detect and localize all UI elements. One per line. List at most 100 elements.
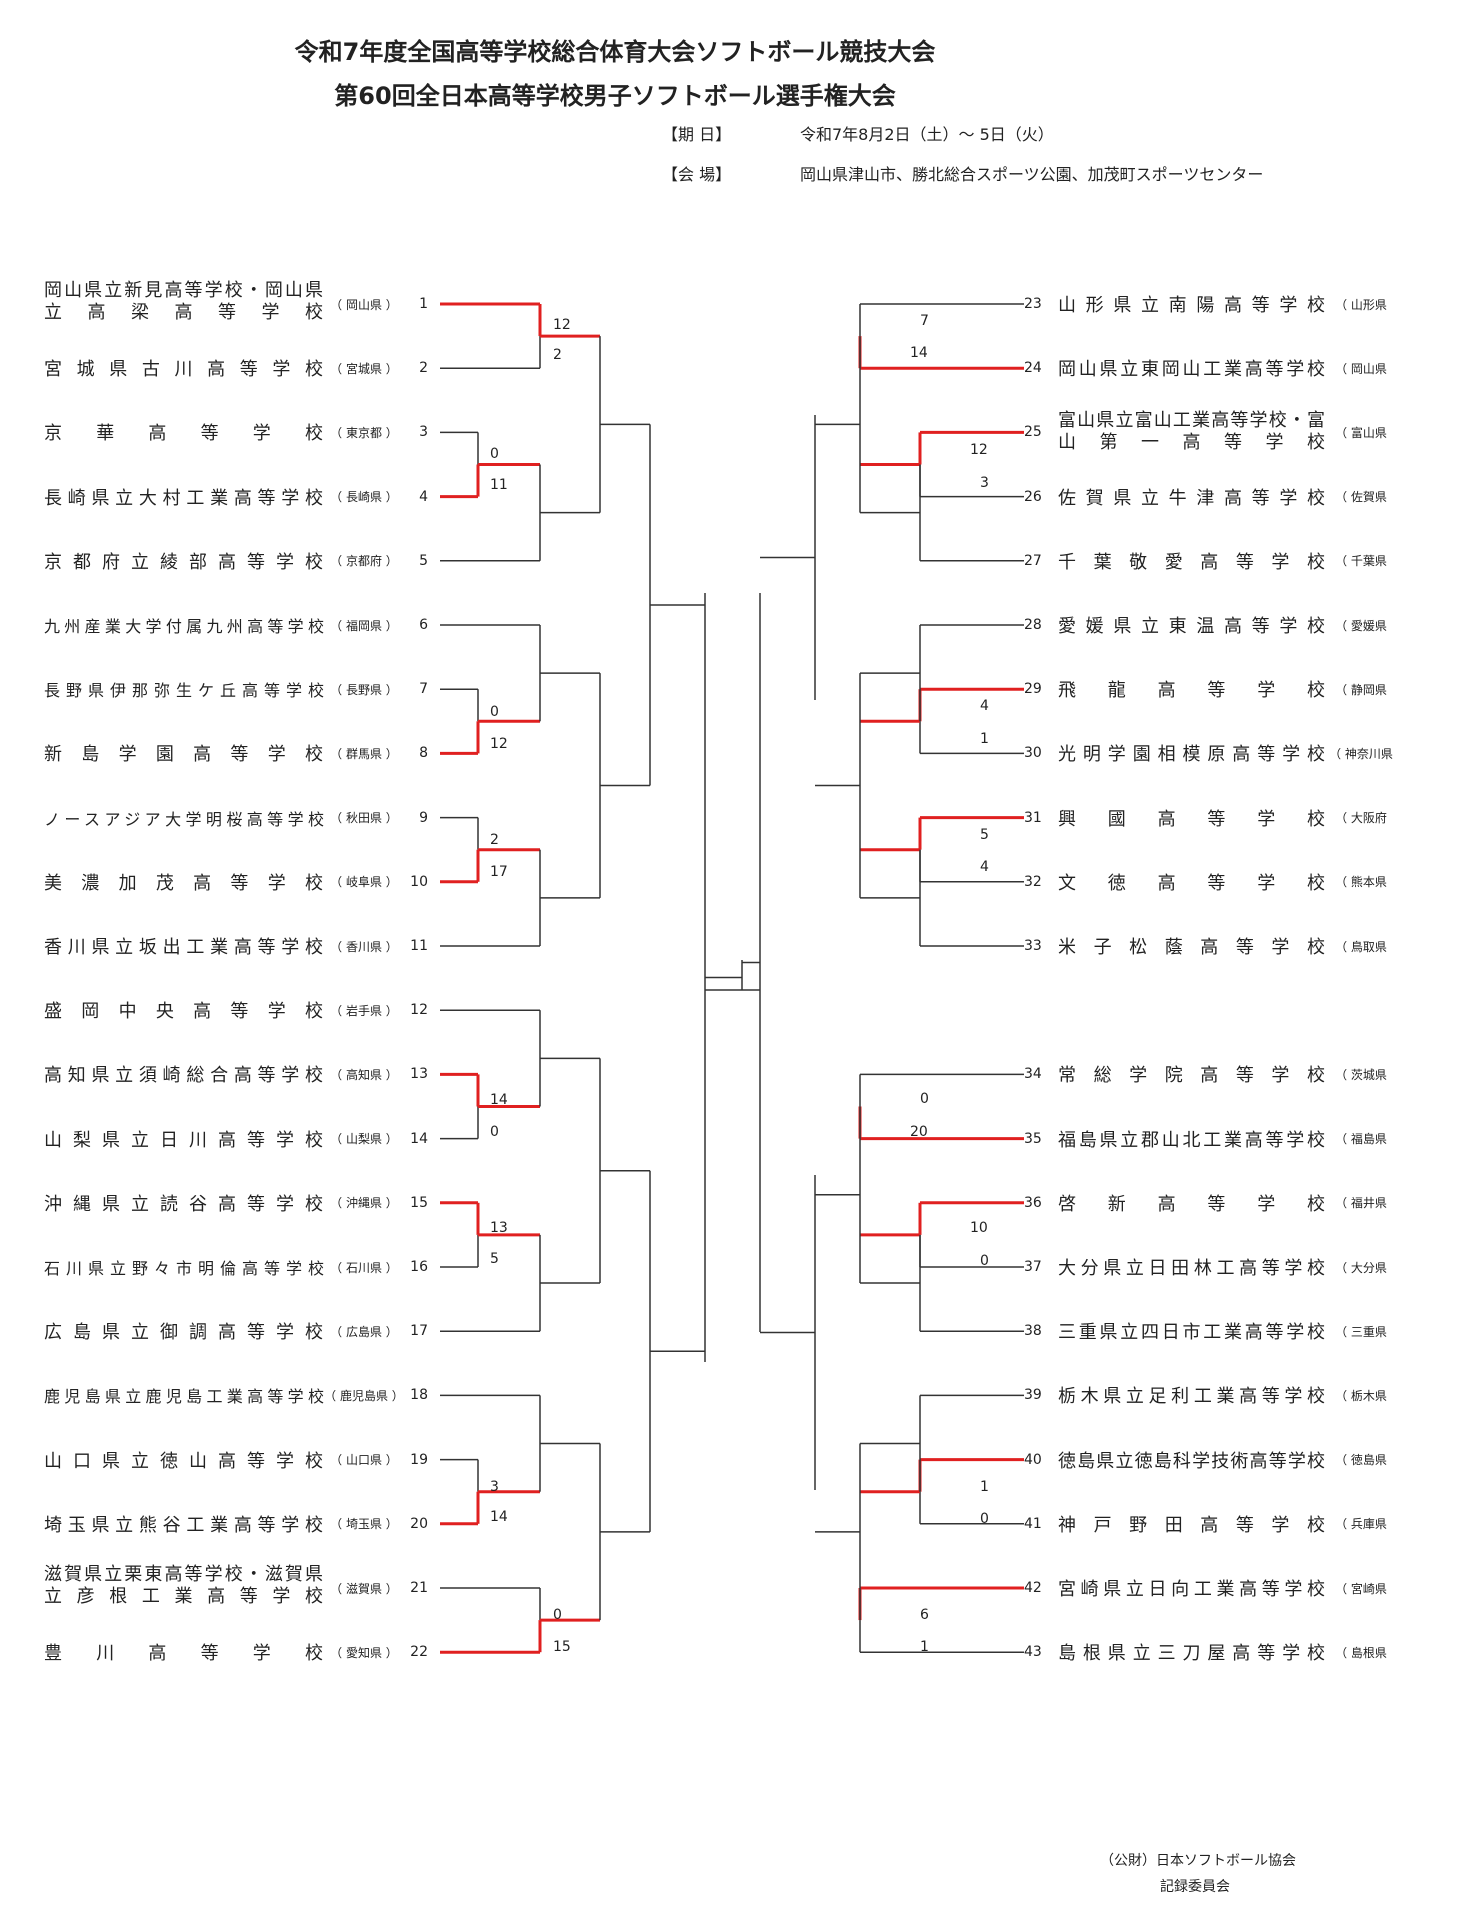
team-seed-number: 37 — [1024, 1259, 1042, 1275]
team-seed-number: 1 — [419, 296, 428, 312]
game-score: 14 — [490, 1092, 508, 1108]
footer-association: （公財）日本ソフトボール協会 — [1100, 1853, 1296, 1869]
team-name: 京都府立綾部高等学校 — [44, 551, 324, 573]
team-seed-number: 41 — [1024, 1515, 1042, 1532]
team-row-left: 盛岡中央高等学校（ 岩手県 ）12 — [44, 997, 428, 1023]
team-name: 新島学園高等学校 — [44, 744, 324, 766]
game-score: 5 — [490, 1251, 499, 1267]
team-seed-number: 19 — [410, 1451, 428, 1468]
team-name: 千葉敬愛高等学校 — [1058, 551, 1326, 573]
team-prefecture: （ 神奈川県 — [1329, 746, 1393, 761]
team-seed-number: 3 — [419, 424, 428, 441]
team-prefecture: （ 三重県 — [1335, 1324, 1387, 1339]
game-score: 2 — [490, 832, 499, 848]
team-prefecture: （ 岩手県 ） — [330, 1003, 398, 1018]
title-line-1: 令和7年度全国高等学校総合体育大会ソフトボール競技大会 — [294, 38, 936, 66]
game-score: 14 — [910, 345, 928, 361]
team-name: 山梨県立日川高等学校 — [44, 1129, 324, 1151]
game-score: 0 — [490, 446, 499, 462]
game-score: 10 — [970, 1220, 988, 1236]
team-seed-number: 33 — [1024, 938, 1042, 954]
team-prefecture: （ 佐賀県 — [1335, 490, 1387, 505]
date-label: 【期 日】 — [662, 125, 732, 144]
team-row-left: 豊川高等学校（ 愛知県 ）22 — [44, 1639, 428, 1665]
game-score: 7 — [920, 313, 929, 329]
venue-label: 【会 場】 — [662, 165, 732, 184]
team-name: 福島県立郡山北工業高等学校 — [1058, 1129, 1326, 1151]
team-row-left: 長崎県立大村工業高等学校（ 長崎県 ）4 — [44, 484, 428, 510]
game-score: 12 — [970, 442, 988, 458]
team-prefecture: （ 長野県 ） — [330, 682, 398, 697]
team-row-left: 新島学園高等学校（ 群馬県 ）8 — [44, 740, 428, 766]
team-prefecture: （ 福井県 — [1335, 1196, 1387, 1211]
team-name: 飛龍高等学校 — [1058, 680, 1326, 702]
team-name: 香川県立坂出工業高等学校 — [44, 937, 324, 958]
team-name: 興國高等学校 — [1058, 808, 1326, 830]
team-row-left: 山口県立徳山高等学校（ 山口県 ）19 — [44, 1447, 428, 1473]
team-seed-number: 24 — [1024, 360, 1042, 377]
game-score: 11 — [490, 477, 508, 493]
team-name: 米子松蔭高等学校 — [1058, 937, 1326, 958]
team-name: 光明学園相模原高等学校 — [1058, 744, 1326, 766]
game-score: 20 — [910, 1124, 928, 1140]
team-name: 石川県立野々市明倫高等学校 — [44, 1259, 324, 1278]
game-score: 0 — [920, 1091, 929, 1107]
team-prefecture: （ 群馬県 ） — [330, 746, 398, 761]
team-prefecture: （ 広島県 ） — [330, 1324, 398, 1339]
game-score: 0 — [980, 1253, 989, 1269]
team-row-right: 30 光明学園相模原高等学校（ 神奈川県 — [1024, 740, 1396, 766]
game-score: 0 — [553, 1607, 562, 1623]
team-name: 滋賀県立栗東高等学校・滋賀県立彦根工業高等学校 — [44, 1564, 324, 1607]
team-prefecture: （ 熊本県 — [1335, 875, 1387, 890]
team-seed-number: 30 — [1024, 745, 1042, 762]
team-seed-number: 7 — [419, 681, 428, 698]
team-prefecture: （ 東京都 ） — [330, 425, 398, 440]
team-seed-number: 5 — [419, 552, 428, 569]
team-prefecture: （ 埼玉県 ） — [330, 1517, 398, 1532]
team-row-left: 山梨県立日川高等学校（ 山梨県 ）14 — [44, 1126, 428, 1152]
team-row-left: 埼玉県立熊谷工業高等学校（ 埼玉県 ）20 — [44, 1511, 428, 1537]
team-seed-number: 2 — [419, 360, 428, 377]
team-name: 山口県立徳山高等学校 — [44, 1450, 324, 1472]
game-score: 4 — [980, 698, 989, 714]
team-seed-number: 38 — [1024, 1323, 1042, 1340]
team-seed-number: 21 — [410, 1580, 428, 1596]
team-prefecture: （ 京都府 ） — [330, 554, 398, 569]
date-value: 令和7年8月2日（土）〜 5日（火） — [800, 125, 1054, 144]
team-prefecture: （ 栃木県 — [1335, 1388, 1387, 1403]
team-name: 三重県立四日市工業高等学校 — [1058, 1322, 1326, 1344]
team-row-right: 27 千葉敬愛高等学校 （ 千葉県 — [1024, 548, 1396, 574]
team-seed-number: 27 — [1024, 552, 1042, 569]
team-seed-number: 17 — [410, 1323, 428, 1340]
footer-committee: 記録委員会 — [1160, 1879, 1230, 1895]
team-seed-number: 20 — [410, 1515, 428, 1532]
game-score: 0 — [490, 1124, 499, 1140]
team-seed-number: 16 — [410, 1259, 428, 1275]
team-name: ノースアジア大学明桜高等学校 — [44, 809, 324, 829]
team-prefecture: （ 静岡県 — [1335, 682, 1387, 697]
team-row-right: 38 三重県立四日市工業高等学校 （ 三重県 — [1024, 1318, 1396, 1344]
team-prefecture: （ 茨城県 — [1335, 1067, 1387, 1082]
team-name: 徳島県立徳島科学技術高等学校 — [1058, 1450, 1326, 1472]
team-seed-number: 11 — [410, 938, 428, 954]
team-prefecture: （ 岡山県 ） — [330, 297, 398, 312]
team-row-left: 香川県立坂出工業高等学校（ 香川県 ）11 — [44, 933, 428, 959]
team-seed-number: 34 — [1024, 1066, 1042, 1083]
team-name: 岡山県立新見高等学校・岡山県立高梁高等学校 — [44, 280, 324, 323]
game-score: 17 — [490, 864, 508, 880]
team-name: 高知県立須崎総合高等学校 — [44, 1065, 324, 1087]
team-prefecture: （ 愛知県 ） — [330, 1645, 398, 1660]
team-prefecture: （ 千葉県 — [1335, 554, 1387, 569]
team-name: 盛岡中央高等学校 — [44, 1001, 324, 1023]
team-row-left: 長野県伊那弥生ケ丘高等学校（ 長野県 ）7 — [44, 676, 428, 702]
team-row-left: 美濃加茂高等学校（ 岐阜県 ）10 — [44, 869, 428, 895]
